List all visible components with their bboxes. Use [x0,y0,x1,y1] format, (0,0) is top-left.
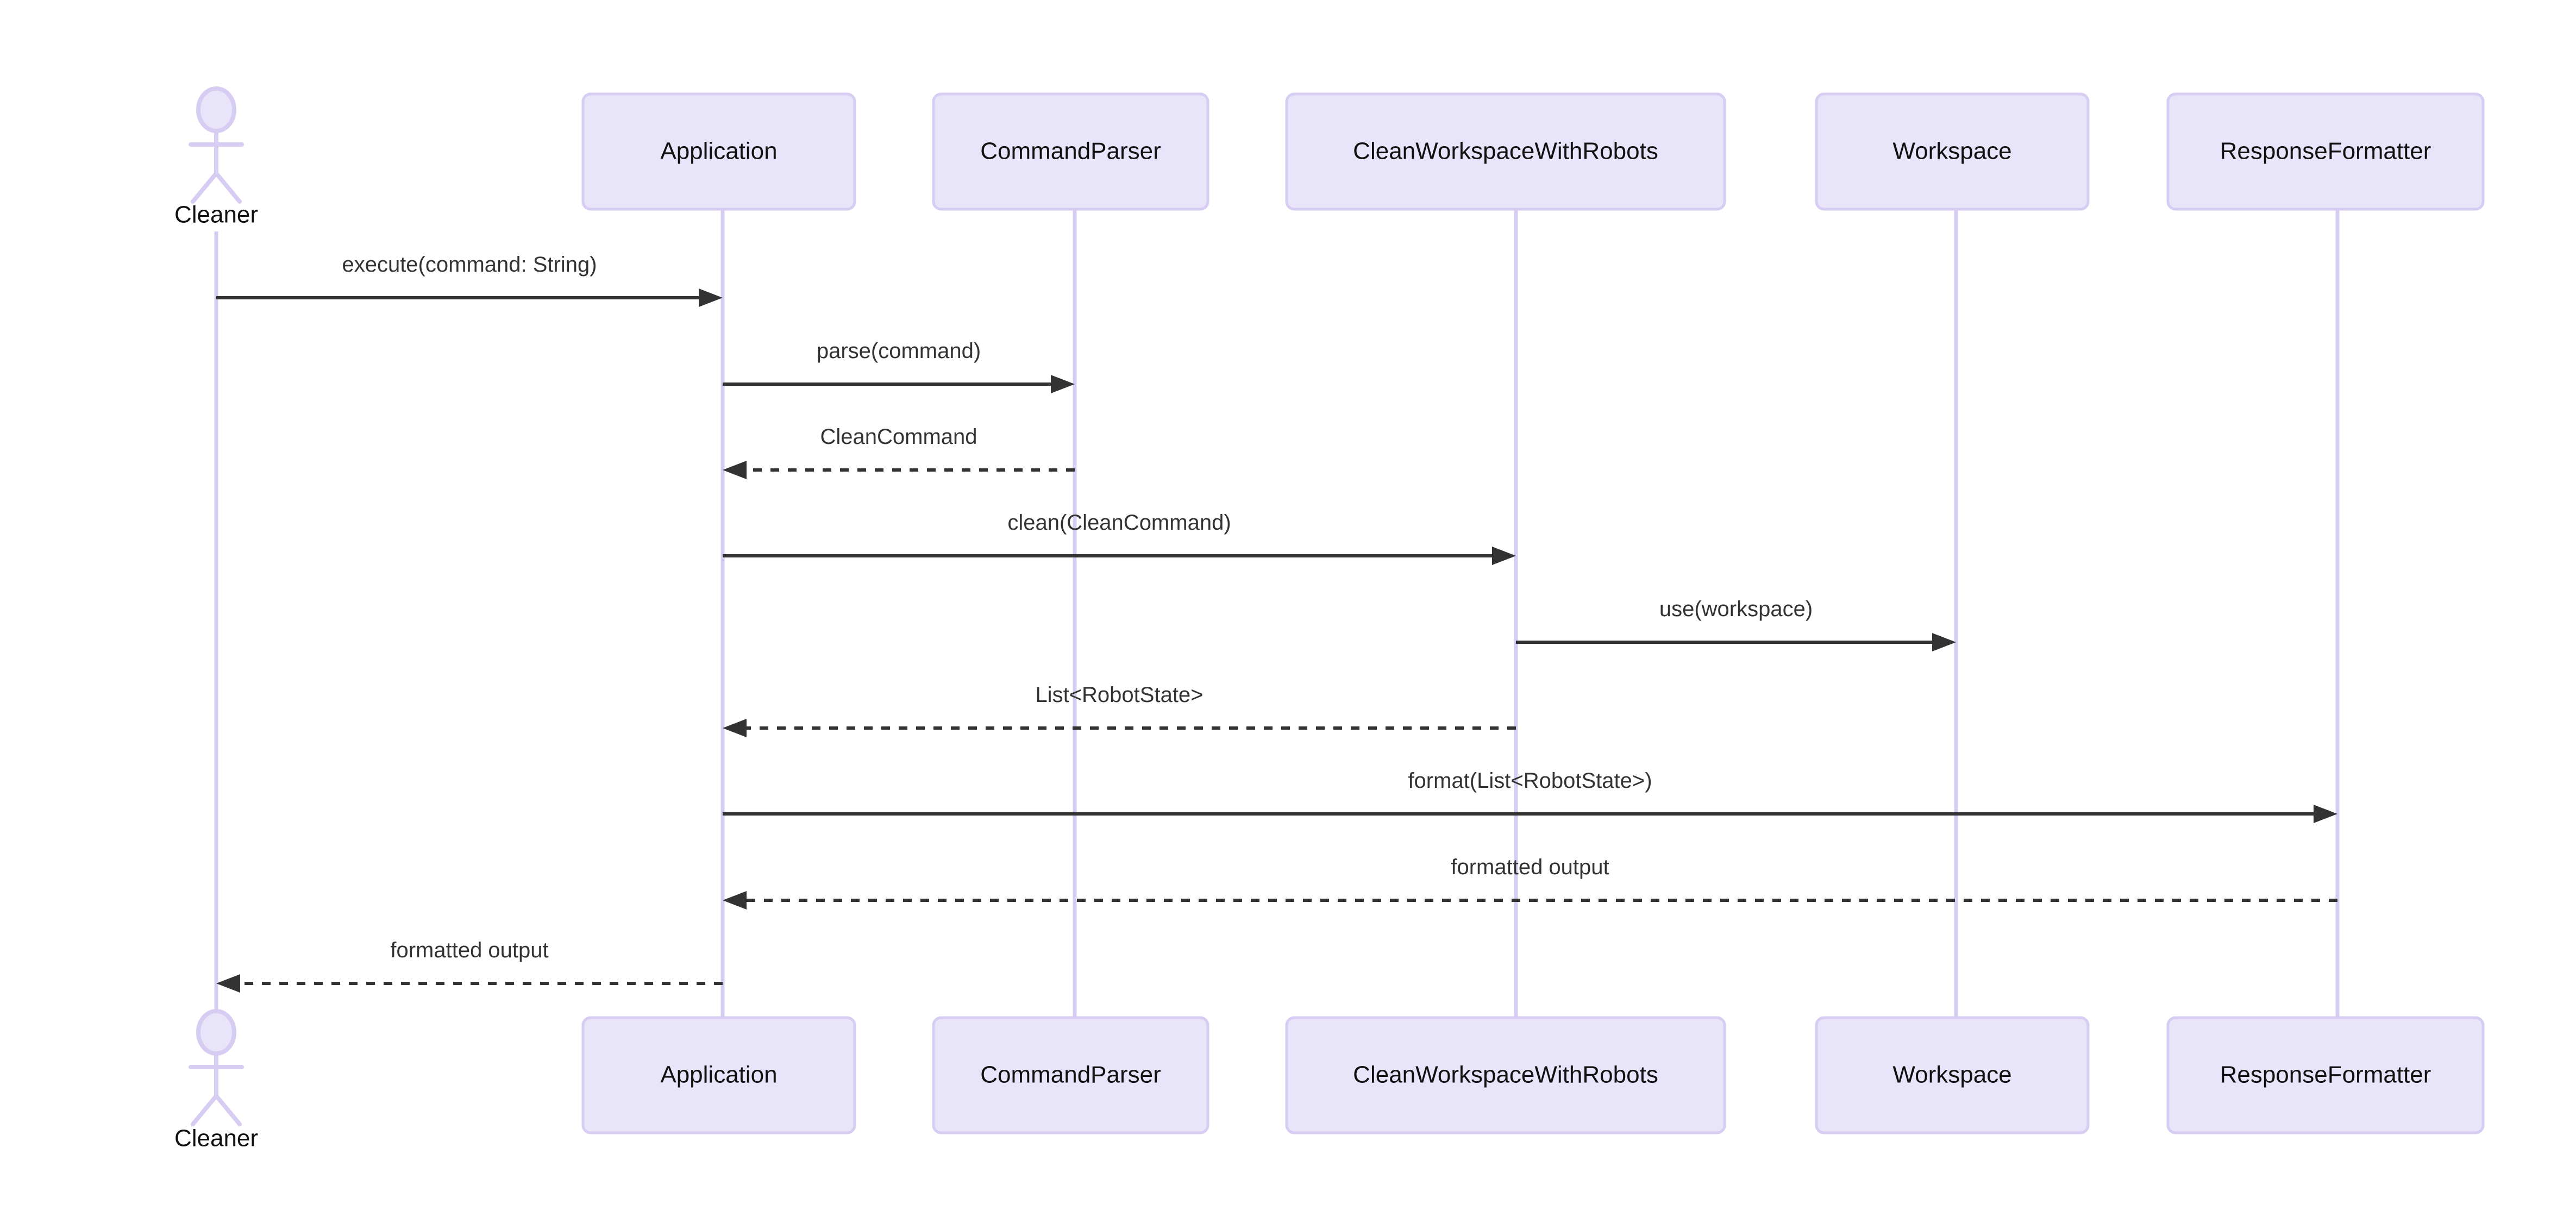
message-arrowhead-9 [216,974,240,993]
message-arrowhead-4 [1492,547,1516,565]
participant-box[interactable] [1815,1016,2090,1134]
participant-workspace-bottom[interactable]: Workspace [1815,1016,2090,1134]
message-label-6: List<RobotState> [1035,683,1203,707]
message-6[interactable]: List<RobotState> [723,683,1516,737]
participant-commandparser-bottom[interactable]: CommandParser [932,1016,1209,1134]
participant-label-responseformatter: ResponseFormatter [2220,1062,2431,1088]
message-arrowhead-6 [723,719,747,737]
message-2[interactable]: parse(command) [723,339,1075,393]
participant-box[interactable] [932,92,1209,211]
participant-label-application: Application [660,1062,777,1088]
message-4[interactable]: clean(CleanCommand) [723,511,1516,565]
actor-cleaner: Cleaner [174,1009,258,1152]
message-label-9: formatted output [390,938,548,962]
actor-leg-right-icon [214,1094,242,1126]
message-arrowhead-7 [2314,805,2337,823]
message-label-4: clean(CleanCommand) [1007,511,1231,535]
participant-label-cleanworkspacewithrobots: CleanWorkspaceWithRobots [1353,138,1658,165]
message-arrowhead-8 [723,891,747,910]
message-1[interactable]: execute(command: String) [216,253,723,307]
participant-label-commandparser: CommandParser [980,138,1161,165]
message-arrowhead-2 [1051,375,1075,393]
participant-label-workspace: Workspace [1892,138,2011,165]
participant-cleanworkspacewithrobots-bottom[interactable]: CleanWorkspaceWithRobots [1285,1016,1726,1134]
participant-label-workspace: Workspace [1892,1062,2011,1088]
actor-head-icon [196,1009,236,1056]
participant-box[interactable] [581,1016,856,1134]
participant-box[interactable] [2166,1016,2485,1134]
participant-responseformatter-top[interactable]: ResponseFormatter [2166,92,2485,211]
message-label-1: execute(command: String) [342,253,597,277]
actor-label-cleaner: Cleaner [174,1125,258,1152]
message-8[interactable]: formatted output [723,855,2337,910]
participant-box[interactable] [1285,92,1726,211]
participant-label-cleanworkspacewithrobots: CleanWorkspaceWithRobots [1353,1062,1658,1088]
actor-leg-left-icon [191,171,218,204]
actor-head-icon [196,86,236,133]
actor-label-cleaner: Cleaner [174,202,258,228]
message-label-3: CleanCommand [820,425,977,449]
participant-box[interactable] [2166,92,2485,211]
participant-label-commandparser: CommandParser [980,1062,1161,1088]
participant-box[interactable] [1815,92,2090,211]
participant-application-top[interactable]: Application [581,92,856,211]
message-7[interactable]: format(List<RobotState>) [723,769,2337,823]
participant-box[interactable] [1285,1016,1726,1134]
participant-box[interactable] [581,92,856,211]
message-label-5: use(workspace) [1659,597,1813,621]
message-3[interactable]: CleanCommand [723,425,1075,479]
participant-box[interactable] [932,1016,1209,1134]
participant-responseformatter-bottom[interactable]: ResponseFormatter [2166,1016,2485,1134]
message-5[interactable]: use(workspace) [1516,597,1956,651]
participant-application-bottom[interactable]: Application [581,1016,856,1134]
participant-cleanworkspacewithrobots-top[interactable]: CleanWorkspaceWithRobots [1285,92,1726,211]
message-label-7: format(List<RobotState>) [1408,769,1652,793]
message-arrowhead-5 [1932,633,1956,651]
participant-workspace-top[interactable]: Workspace [1815,92,2090,211]
participant-commandparser-top[interactable]: CommandParser [932,92,1209,211]
message-arrowhead-3 [723,461,747,479]
actor-leg-right-icon [214,171,242,204]
participant-label-responseformatter: ResponseFormatter [2220,138,2431,165]
actor-cleaner: Cleaner [174,86,258,228]
message-arrowhead-1 [699,289,723,307]
actor-leg-left-icon [191,1094,218,1126]
participant-label-application: Application [660,138,777,165]
message-label-8: formatted output [1451,855,1609,879]
message-label-2: parse(command) [817,339,981,363]
message-9[interactable]: formatted output [216,938,723,993]
